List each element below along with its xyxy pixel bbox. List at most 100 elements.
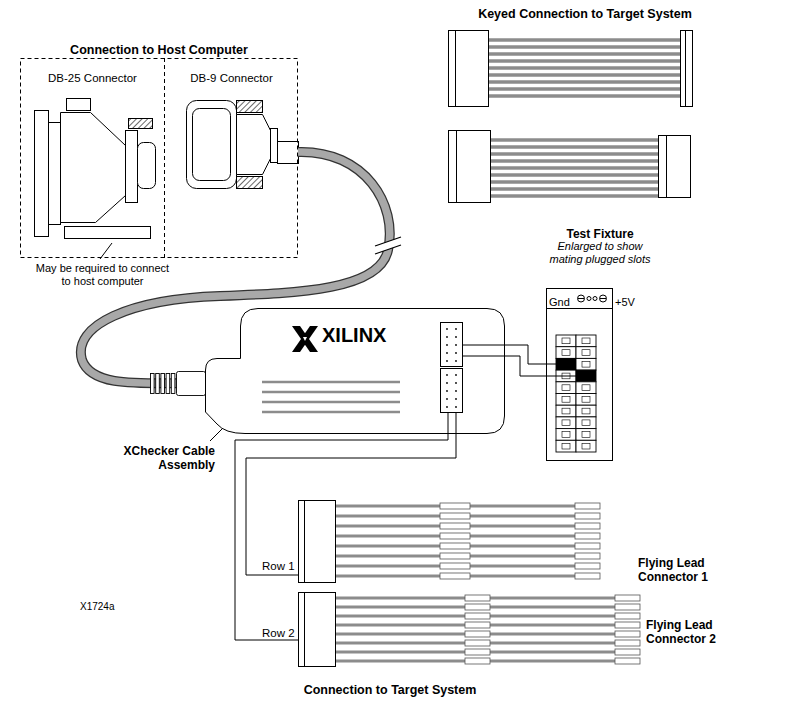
drawing-part (562, 432, 570, 438)
drawing-part (582, 338, 590, 344)
drawing-part (685, 31, 686, 107)
drawing-part (126, 131, 138, 203)
drawing-part (455, 390, 457, 392)
drawing-part (193, 109, 231, 181)
drawing-part (490, 138, 658, 142)
drawing-part (576, 382, 596, 394)
drawing-part (292, 326, 318, 352)
text-slot: XILINX (322, 323, 412, 348)
node-label: Flying Lead Connector 1 (638, 556, 733, 584)
drawing-part (575, 573, 600, 579)
drawing-part (490, 180, 658, 184)
drawing-part (587, 297, 591, 301)
drawing-part (446, 374, 448, 376)
drawing-part (258, 640, 298, 641)
drawing-part (206, 309, 505, 434)
drawing-part (35, 111, 49, 237)
drawing-part (576, 347, 596, 359)
text-slot: DB-9 Connector (165, 68, 298, 86)
drawing-part (440, 523, 470, 529)
node-label: +5V (615, 295, 635, 309)
drawing-part (258, 575, 298, 576)
text-slot: Test Fixture (538, 224, 662, 242)
drawing-part (463, 356, 506, 357)
drawing-part (582, 385, 590, 391)
drawing-part (455, 360, 457, 362)
ribbon-cable (449, 131, 691, 203)
drawing-part (440, 513, 470, 519)
drawing-part (304, 593, 305, 667)
drawing-part (593, 297, 597, 301)
text-slot: Enlarged to show mating plugged slots (540, 240, 660, 267)
drawing-part (488, 87, 680, 91)
drawing-part (615, 613, 640, 619)
leader-line (100, 243, 112, 259)
drawing-part (600, 298, 606, 299)
drawing-part (562, 338, 570, 344)
drawing-part (440, 533, 470, 539)
drawing-part (446, 406, 448, 408)
drawing-part (67, 99, 91, 111)
drawing-part (615, 604, 640, 610)
text-slot: Connection to Target System (270, 680, 510, 698)
db25-region-shape (20, 58, 165, 258)
drawing-part (556, 440, 576, 452)
ribbon-cable (449, 31, 693, 107)
db9-region: DB-9 Connector (165, 58, 298, 258)
drawing-part (576, 405, 596, 417)
drawing-part (547, 289, 613, 461)
drawing-part (441, 323, 463, 367)
wire (505, 345, 538, 376)
drawing-part (556, 382, 576, 394)
drawing-part (455, 398, 457, 400)
flying-lead-connector: Row 1Flying Lead Connector 1 (258, 496, 735, 586)
logo-text: XILINX (322, 323, 386, 348)
drawing-part (490, 187, 658, 191)
drawing-part (465, 595, 490, 601)
drawing-part (375, 237, 401, 246)
drawing-part (600, 295, 607, 302)
drawing-part (488, 52, 680, 56)
drawing-part (440, 563, 470, 569)
text-slot: DB-25 Connector (20, 68, 165, 86)
drawing-part (455, 382, 457, 384)
node-label: DB-9 Connector (190, 71, 272, 86)
drawing-part (463, 345, 506, 346)
drawing-part (455, 344, 457, 346)
drawing-part (304, 501, 305, 583)
node-label: Enlarged to show mating plugged slots (540, 240, 660, 266)
drawing-part (237, 101, 263, 113)
drawing-part (576, 394, 596, 406)
db25-region: DB-25 Connector (20, 58, 165, 258)
drawing-part (490, 159, 658, 163)
drawing-part (446, 336, 448, 338)
drawing-part (440, 573, 470, 579)
drawing-part (455, 336, 457, 338)
drawing-part (156, 374, 160, 394)
text-slot: Connection to Host Computer (20, 40, 298, 58)
node-label: Flying Lead Connector 2 (646, 618, 735, 646)
node-label: Row 2 (262, 626, 295, 641)
drawing-part (562, 420, 570, 426)
drawing-part (488, 66, 680, 70)
drawing-part (129, 119, 153, 129)
drawing-part (138, 143, 156, 189)
db25-connector (35, 99, 156, 239)
drawing-part (177, 372, 206, 396)
drawing-part (582, 350, 590, 356)
drawing-part (65, 227, 151, 239)
section-heading: Connection to Target System (304, 682, 477, 698)
drawing-part (562, 408, 570, 414)
drawing-part (375, 245, 401, 254)
figure-code: X1724a (80, 600, 114, 613)
host-connection-group: Connection to Host ComputerDB-25 Connect… (20, 38, 298, 258)
drawing-part (488, 94, 680, 98)
drawing-part (440, 543, 470, 549)
drawing-part (446, 328, 448, 330)
drawing-part (576, 440, 596, 452)
flying-lead-connector: Row 2 Flying Lead Connector 2 (258, 590, 737, 670)
drawing-part (578, 298, 584, 299)
drawing-part (562, 350, 570, 356)
drawing-part (262, 381, 400, 384)
